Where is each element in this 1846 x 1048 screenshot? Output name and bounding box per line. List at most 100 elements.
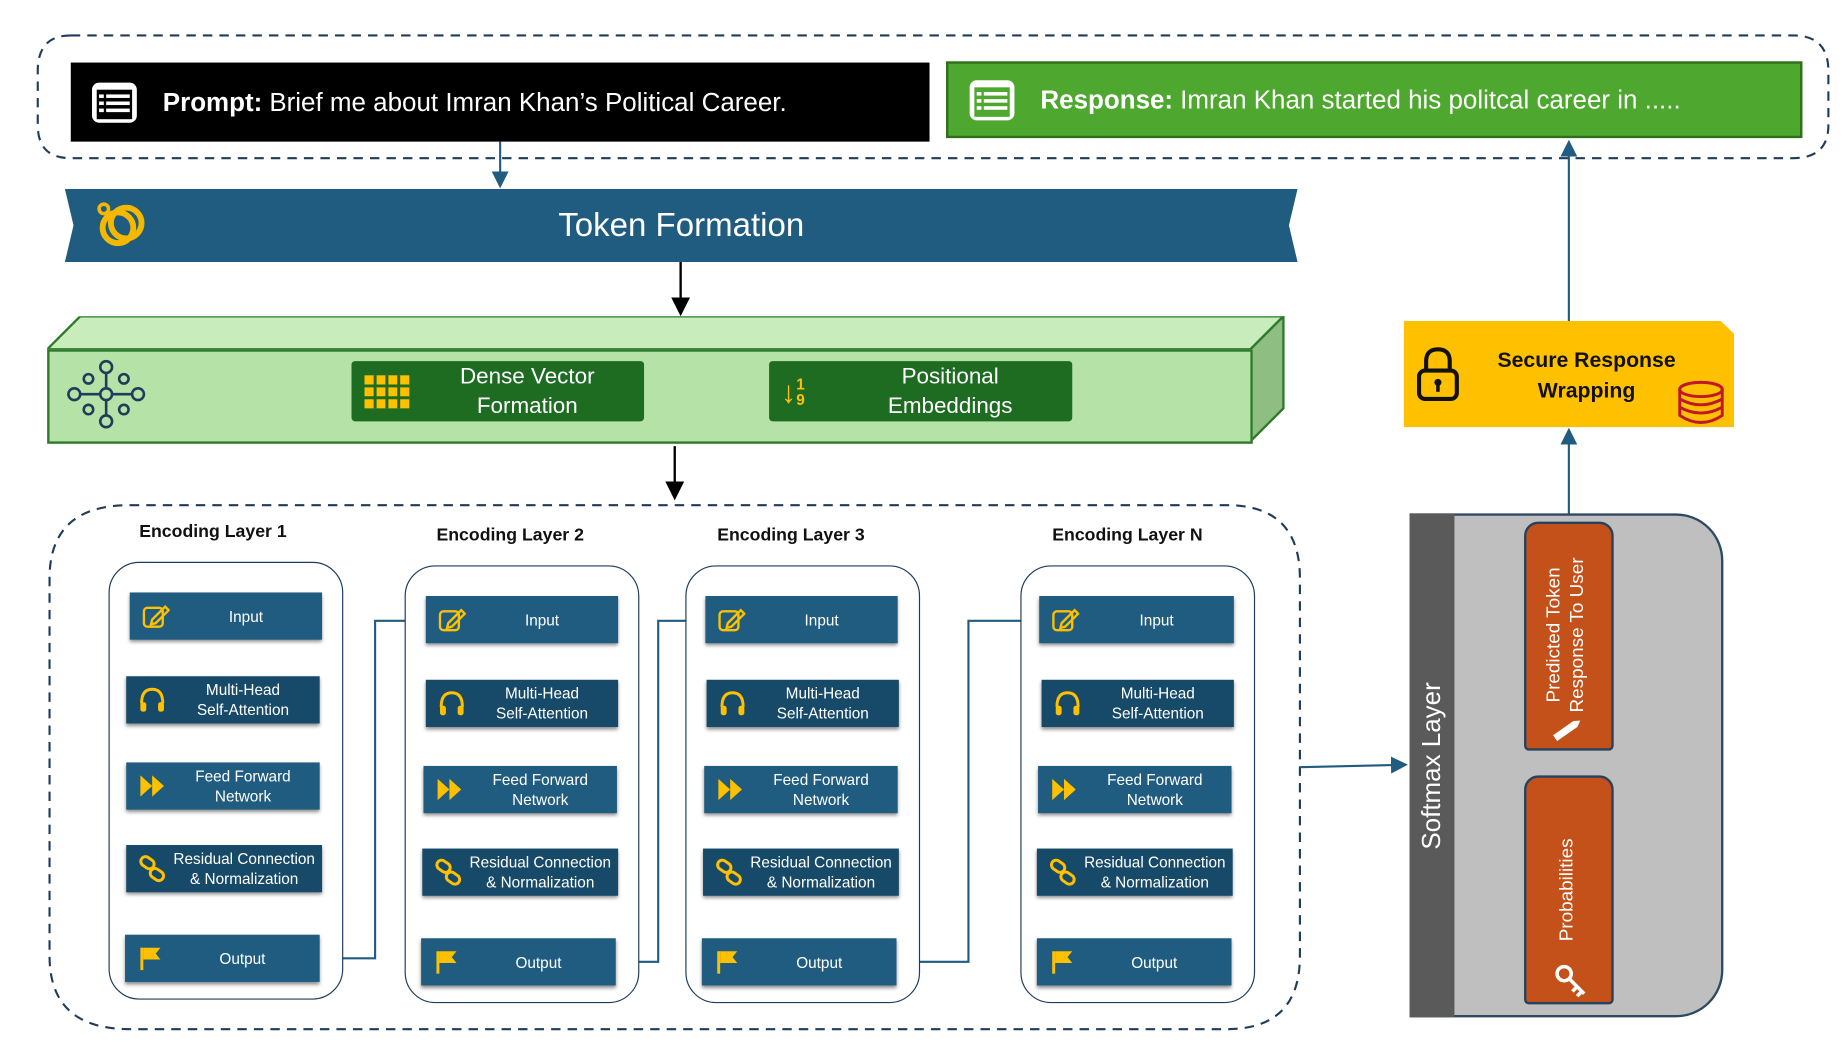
arrow-layer3-to-layerN: [897, 612, 1038, 963]
token-formation-label: Token Formation: [558, 206, 805, 244]
flag-icon: [140, 947, 161, 971]
network-nodes-icon: [67, 359, 146, 429]
input-block-layer-n: Input: [1039, 596, 1234, 644]
output-block-layer-n: Output: [1036, 938, 1232, 986]
block-text-line: & Normalization: [766, 873, 876, 892]
residual-norm-block-label: Residual Connection& Normalization: [462, 852, 618, 892]
block-text-line: Multi-Head: [504, 684, 580, 703]
encoding-layer-n-title: Encoding Layer N: [1052, 525, 1203, 546]
input-block-layer-2: Input: [425, 596, 619, 644]
database-stack-icon: [1678, 380, 1724, 424]
residual-norm-block-layer-3: Residual Connection & Normalization: [703, 848, 899, 896]
flag-icon: [717, 951, 738, 974]
block-text-line: Residual Connection: [173, 849, 315, 868]
block-text-line: Output: [219, 949, 266, 968]
dense-vector-chip: Dense Vector Formation: [351, 361, 645, 422]
secure-wrapping-text: Secure Response Wrapping: [1469, 345, 1705, 406]
block-text-line: Feed Forward: [1107, 770, 1203, 789]
block-text-line: & Normalization: [486, 873, 595, 892]
pencil-edit-icon: [718, 608, 746, 632]
arrow-encoder-to-softmax: [1299, 756, 1408, 774]
input-block-label: Input: [466, 610, 618, 630]
input-block-layer-1: Input: [129, 592, 323, 640]
block-text-line: Residual Connection: [750, 853, 892, 871]
arrow-layer1-to-layer2: [320, 612, 425, 960]
encoding-layer-3-title: Encoding Layer 3: [717, 525, 865, 546]
block-text-line: Feed Forward: [195, 767, 291, 785]
predicted-token-text: Predicted Token Response To User: [1543, 524, 1595, 746]
response-bar: Response: Imran Khan started his politca…: [946, 61, 1803, 139]
block-text-line: Residual Connection: [1084, 853, 1226, 871]
block-text-line: Output: [1131, 953, 1178, 971]
grid-table-icon: [364, 374, 410, 408]
residual-norm-block-layer-n: Residual Connection & Normalization: [1036, 848, 1233, 896]
block-text-line: Self-Attention: [1111, 704, 1204, 723]
block-text-line: Input: [228, 607, 263, 625]
block-text-line: Network: [792, 790, 850, 809]
block-text-line: Multi-Head: [205, 680, 281, 699]
io-dashed-frame: [36, 34, 1830, 160]
pencil-icon: [1553, 720, 1581, 742]
output-block-label: Output: [1077, 952, 1232, 972]
document-list-icon: [92, 82, 137, 123]
chain-link-icon: [716, 858, 742, 886]
dense-vector-label: Dense Vector Formation: [459, 364, 595, 419]
softmax-label-wrap: Softmax Layer: [1410, 513, 1455, 1017]
padlock-icon: [1416, 347, 1459, 401]
token-formation-bar: Token Formation: [64, 188, 1298, 263]
residual-norm-block-layer-1: Residual Connection& Normalization: [126, 845, 323, 893]
block-text-line: & Normalization: [190, 869, 299, 888]
block-text-line: Network: [512, 790, 569, 809]
predicted-token-box: Predicted Token Response To User: [1524, 521, 1614, 751]
block-text-line: Network: [1126, 790, 1183, 809]
response-text: Imran Khan started his politcal career i…: [1180, 84, 1681, 114]
sort-glyph-bottom: 9: [796, 390, 805, 408]
output-block-label: Output: [165, 948, 320, 968]
block-text-line: Input: [524, 610, 560, 629]
block-text-line: Multi-Head: [1120, 684, 1195, 703]
residual-norm-block-label: Residual Connection& Normalization: [166, 849, 322, 889]
chain-link-icon: [1049, 858, 1076, 886]
positional-embeddings-chip: ↓ 1 9 Positional Embeddings: [769, 361, 1073, 422]
linked-rings-icon: [97, 202, 145, 247]
input-block-label: Input: [170, 606, 322, 626]
block-text-line: & Normalization: [1100, 873, 1209, 892]
input-block-label: Input: [1079, 610, 1234, 630]
chain-link-icon: [139, 855, 166, 883]
block-text-line: Output: [796, 953, 843, 971]
output-block-label: Output: [461, 952, 616, 972]
output-block-layer-3: Output: [701, 938, 897, 986]
flag-icon: [1052, 951, 1073, 974]
block-text-line: Feed Forward: [773, 770, 869, 789]
fast-forward-icon: [140, 775, 164, 797]
predicted-line-1: Predicted Token: [1544, 567, 1565, 703]
output-block-layer-1: Output: [125, 934, 320, 982]
block-text-line: Self-Attention: [196, 701, 290, 719]
headphones-icon: [1055, 691, 1080, 716]
block-text-line: Self-Attention: [495, 704, 589, 723]
flag-icon: [436, 951, 457, 974]
block-text-line: Input: [804, 610, 839, 629]
residual-norm-block-layer-2: Residual Connection& Normalization: [422, 848, 619, 896]
block-text-line: Network: [214, 787, 272, 805]
chain-link-icon: [435, 858, 462, 886]
document-list-icon: [969, 79, 1015, 120]
secure-line-2: Wrapping: [1537, 378, 1636, 403]
key-icon: [1555, 964, 1586, 998]
probabilities-label: Probabilities: [1557, 838, 1578, 942]
headphones-icon: [439, 691, 464, 716]
fast-forward-icon: [1052, 778, 1076, 801]
probabilities-box: Probabilities: [1524, 775, 1614, 1005]
